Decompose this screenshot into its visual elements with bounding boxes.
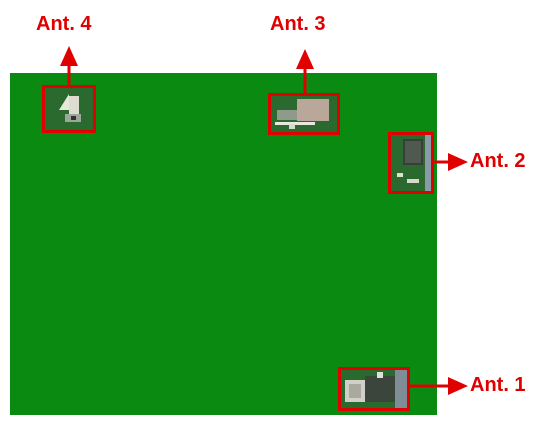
label-ant4: Ant. 4 [36, 13, 92, 35]
label-ant3: Ant. 3 [270, 13, 326, 35]
antenna-module-2 [388, 132, 434, 194]
arrow-ant2 [434, 153, 468, 171]
antenna-module-4 [42, 85, 96, 133]
label-ant1: Ant. 1 [470, 374, 526, 396]
antenna-module-1 [338, 367, 410, 411]
label-ant2: Ant. 2 [470, 150, 526, 172]
antenna-module-3 [268, 93, 340, 135]
